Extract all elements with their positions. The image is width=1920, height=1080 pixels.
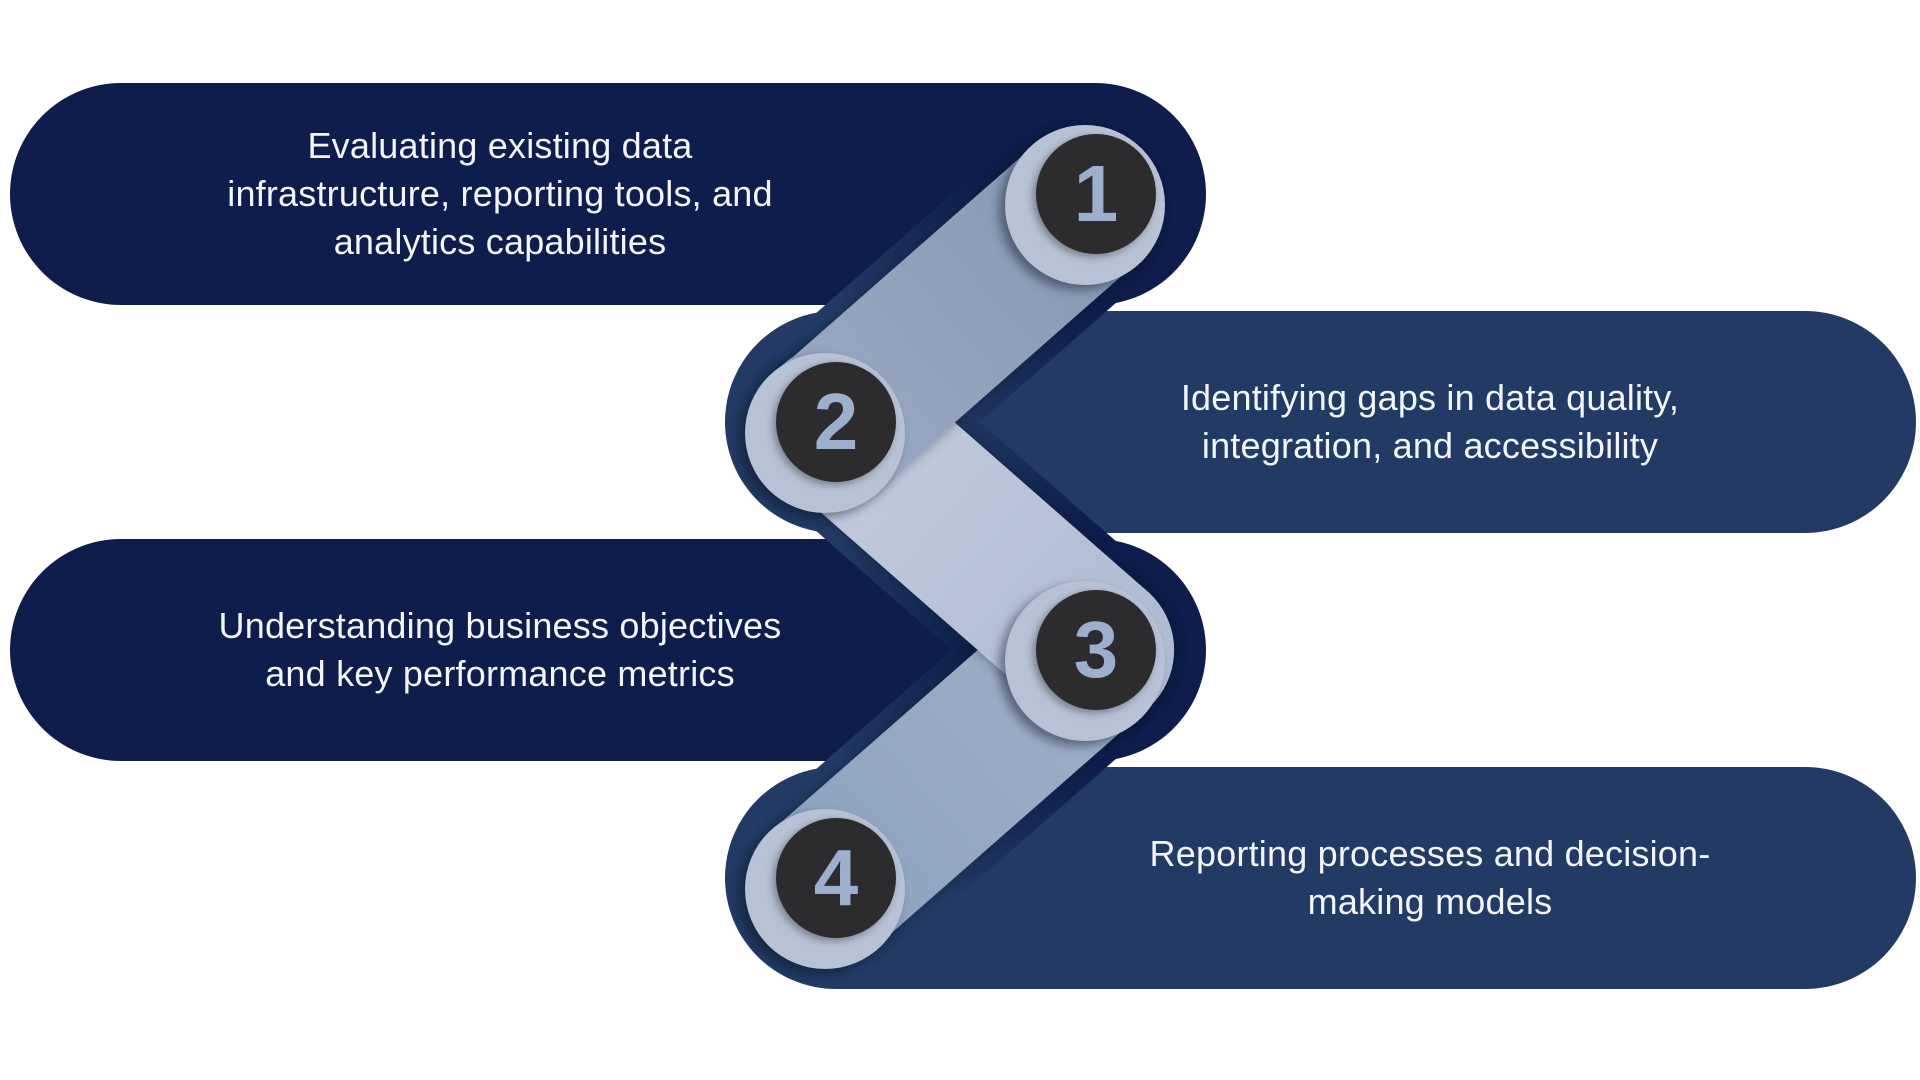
- step-1-badge: 1: [1036, 134, 1156, 254]
- step-4-number: 4: [813, 833, 859, 922]
- step-2-label: Identifying gaps in data quality, integr…: [1180, 377, 1680, 466]
- step-3-badge: 3: [1036, 590, 1156, 710]
- step-2-badge: 2: [776, 362, 896, 482]
- step-2-number: 2: [813, 377, 859, 466]
- step-3-label: Understanding business objectives and ke…: [218, 605, 782, 694]
- step-4-label: Reporting processes and decision- making…: [1149, 833, 1711, 922]
- step-3-number: 3: [1073, 605, 1119, 694]
- step-1-label: Evaluating existing data infrastructure,…: [227, 125, 773, 262]
- step-1-number: 1: [1073, 149, 1119, 238]
- step-4-badge: 4: [776, 818, 896, 938]
